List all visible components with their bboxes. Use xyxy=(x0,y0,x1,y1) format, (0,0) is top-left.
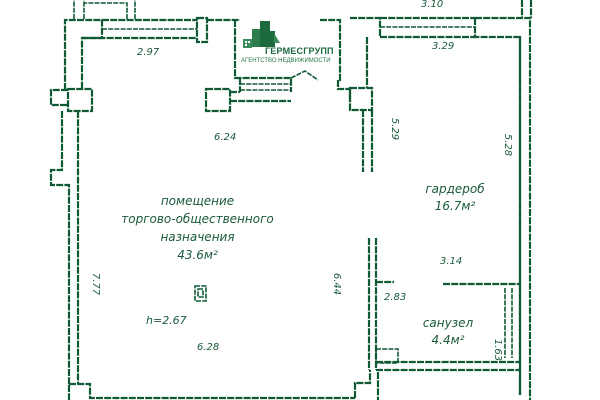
room-area: 43.6м² xyxy=(177,248,218,262)
room-bathroom-label: санузел 4.4м² xyxy=(408,317,488,346)
dim-top-right: 3.29 xyxy=(432,41,455,52)
electric-panel-icon xyxy=(194,285,207,302)
bathroom-walls xyxy=(375,282,520,372)
room-name-line: гардероб xyxy=(425,182,485,196)
room-main-hall-label: помещение торгово-общественного назначен… xyxy=(105,195,290,261)
dim-top-outer-right: 3.10 xyxy=(421,0,444,10)
dim-wardrobe-right: 5.28 xyxy=(502,133,514,157)
ceiling-height: h=2.67 xyxy=(146,314,187,327)
dim-wardrobe-left: 5.29 xyxy=(389,117,401,141)
room-name-line: помещение xyxy=(160,194,235,208)
outer-walls-left xyxy=(49,18,355,400)
bottom-right-walls xyxy=(353,370,380,400)
dim-bath-top: 2.83 xyxy=(384,292,407,303)
top-center-walls xyxy=(195,16,374,113)
top-left-vestibule xyxy=(73,0,136,19)
room-wardrobe-label: гардероб 16.7м² xyxy=(405,183,505,212)
room-area: 4.4м² xyxy=(431,333,465,347)
logo-name: ГЕРМЕСГРУПП xyxy=(265,46,334,56)
dim-wardrobe-bottom: 3.14 xyxy=(440,256,463,267)
room-name-line: назначения xyxy=(160,230,235,244)
dim-top-left: 2.97 xyxy=(137,47,160,58)
dim-hall-right: 6.44 xyxy=(331,272,343,296)
wardrobe-walls xyxy=(350,0,533,400)
room-name-line: торгово-общественного xyxy=(121,212,274,226)
company-logo-icon xyxy=(243,21,280,48)
logo-subtitle: АГЕНТСТВО НЕДВИЖИМОСТИ xyxy=(241,58,331,64)
dim-hall-bottom: 6.28 xyxy=(197,342,220,353)
dim-hall-left: 7.77 xyxy=(90,272,102,296)
room-name-line: санузел xyxy=(422,316,474,330)
dim-hall-top: 6.24 xyxy=(214,132,237,143)
room-area: 16.7м² xyxy=(434,199,476,213)
dim-bath-right: 1.63 xyxy=(492,338,504,362)
